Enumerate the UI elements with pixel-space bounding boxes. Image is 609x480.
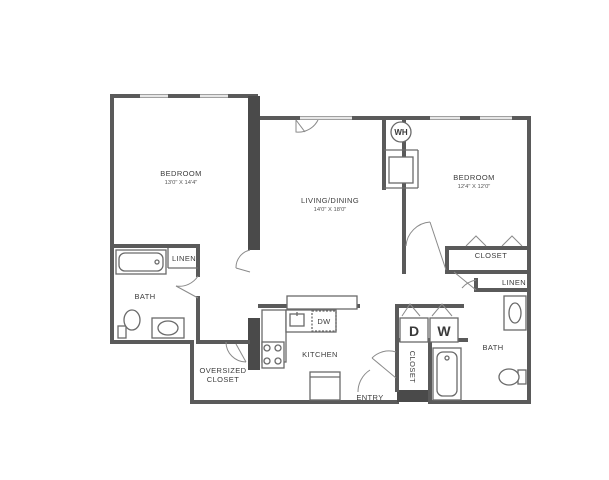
doors bbox=[175, 119, 523, 393]
living-dining-dimensions: 14'0" X 18'0" bbox=[314, 207, 347, 213]
bath-right-name: BATH bbox=[482, 343, 503, 352]
exterior-walls bbox=[110, 94, 531, 404]
closet-entry-label: CLOSET bbox=[408, 351, 417, 383]
water-heater-label: WH bbox=[394, 128, 408, 137]
kitchen-sink bbox=[289, 312, 305, 327]
linen-right-label: LINEN bbox=[502, 278, 526, 287]
bedroom-left-name: BEDROOM bbox=[160, 169, 202, 178]
bedroom-right-name: BEDROOM bbox=[453, 173, 495, 182]
washer: W bbox=[429, 317, 459, 343]
sink-left bbox=[151, 317, 185, 339]
bathtub-right bbox=[432, 347, 462, 401]
refrigerator bbox=[309, 371, 341, 401]
dryer-label: D bbox=[409, 323, 419, 339]
oversized-closet-label-line1: OVERSIZED bbox=[200, 366, 247, 375]
dryer: D bbox=[399, 317, 429, 343]
oversized-closet-label-line2: CLOSET bbox=[207, 375, 239, 384]
closet-bedroom-label: CLOSET bbox=[475, 251, 507, 260]
water-heater: WH bbox=[390, 121, 412, 143]
bedroom-right-dimensions: 12'4" X 12'0" bbox=[458, 184, 491, 190]
bedroom-left-dimensions: 13'0" X 14'4" bbox=[165, 180, 198, 186]
linen-left-label: LINEN bbox=[172, 254, 196, 263]
toilet-left bbox=[117, 309, 141, 339]
stove bbox=[261, 341, 285, 369]
kitchen-island bbox=[286, 295, 358, 310]
washer-label: W bbox=[437, 323, 451, 339]
entry-label: ENTRY bbox=[356, 393, 383, 402]
bathtub-left bbox=[115, 249, 167, 275]
kitchen-name: KITCHEN bbox=[302, 350, 338, 359]
dishwasher: DW bbox=[311, 310, 337, 332]
bath-left-name: BATH bbox=[134, 292, 155, 301]
dishwasher-label: DW bbox=[317, 317, 331, 326]
utility-box bbox=[388, 156, 414, 184]
toilet-right bbox=[498, 368, 527, 386]
sink-right bbox=[503, 295, 527, 331]
living-dining-name: LIVING/DINING bbox=[301, 196, 359, 205]
interior-walls bbox=[110, 116, 531, 404]
